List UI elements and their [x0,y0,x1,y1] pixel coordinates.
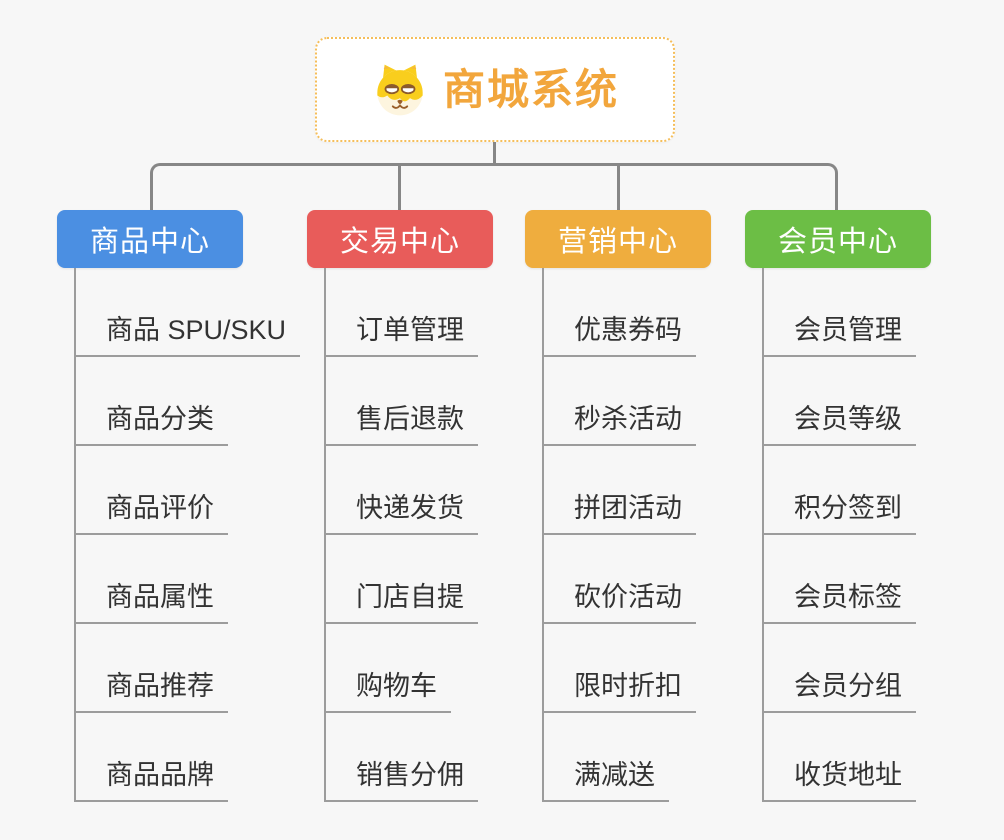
connector-bus [150,163,838,210]
connector-drop-trade [398,163,401,210]
leaf-order-management[interactable]: 订单管理 [326,314,478,357]
leaf-shipping-address[interactable]: 收货地址 [764,759,916,802]
leaf-product-brand[interactable]: 商品品牌 [76,759,228,802]
leaf-member-tag[interactable]: 会员标签 [764,581,916,624]
branch-children-member-center: 会员管理 会员等级 积分签到 会员标签 会员分组 收货地址 [762,268,1004,802]
root-node[interactable]: 商城系统 [315,37,675,142]
leaf-coupon-code[interactable]: 优惠券码 [544,314,696,357]
leaf-bargain-activity[interactable]: 砍价活动 [544,581,696,624]
branch-node-marketing-center[interactable]: 营销中心 [525,210,711,268]
leaf-points-checkin[interactable]: 积分签到 [764,492,916,535]
leaf-flash-sale[interactable]: 秒杀活动 [544,403,696,446]
leaf-member-management[interactable]: 会员管理 [764,314,916,357]
branch-node-member-center[interactable]: 会员中心 [745,210,931,268]
leaf-member-group[interactable]: 会员分组 [764,670,916,713]
leaf-store-pickup[interactable]: 门店自提 [326,581,478,624]
leaf-after-sales-refund[interactable]: 售后退款 [326,403,478,446]
leaf-shopping-cart[interactable]: 购物车 [326,670,451,713]
leaf-product-category[interactable]: 商品分类 [76,403,228,446]
leaf-express-delivery[interactable]: 快递发货 [326,492,478,535]
leaf-sales-commission[interactable]: 销售分佣 [326,759,478,802]
branch-children-product-center: 商品 SPU/SKU 商品分类 商品评价 商品属性 商品推荐 商品品牌 [74,268,316,802]
leaf-product-recommend[interactable]: 商品推荐 [76,670,228,713]
connector-drop-marketing [617,163,620,210]
branch-node-product-center[interactable]: 商品中心 [57,210,243,268]
leaf-product-review[interactable]: 商品评价 [76,492,228,535]
branch-children-trade-center: 订单管理 售后退款 快递发货 门店自提 购物车 销售分佣 [324,268,566,802]
branch-children-marketing-center: 优惠券码 秒杀活动 拼团活动 砍价活动 限时折扣 满减送 [542,268,784,802]
leaf-limited-time-discount[interactable]: 限时折扣 [544,670,696,713]
leaf-member-level[interactable]: 会员等级 [764,403,916,446]
root-label: 商城系统 [442,65,619,113]
doge-icon [371,61,429,119]
leaf-product-spu-sku[interactable]: 商品 SPU/SKU [76,314,301,357]
leaf-group-buying[interactable]: 拼团活动 [544,492,696,535]
branch-node-trade-center[interactable]: 交易中心 [307,210,493,268]
connector-root-stem [493,142,496,166]
leaf-full-reduction[interactable]: 满减送 [544,759,669,802]
leaf-product-attribute[interactable]: 商品属性 [76,581,228,624]
